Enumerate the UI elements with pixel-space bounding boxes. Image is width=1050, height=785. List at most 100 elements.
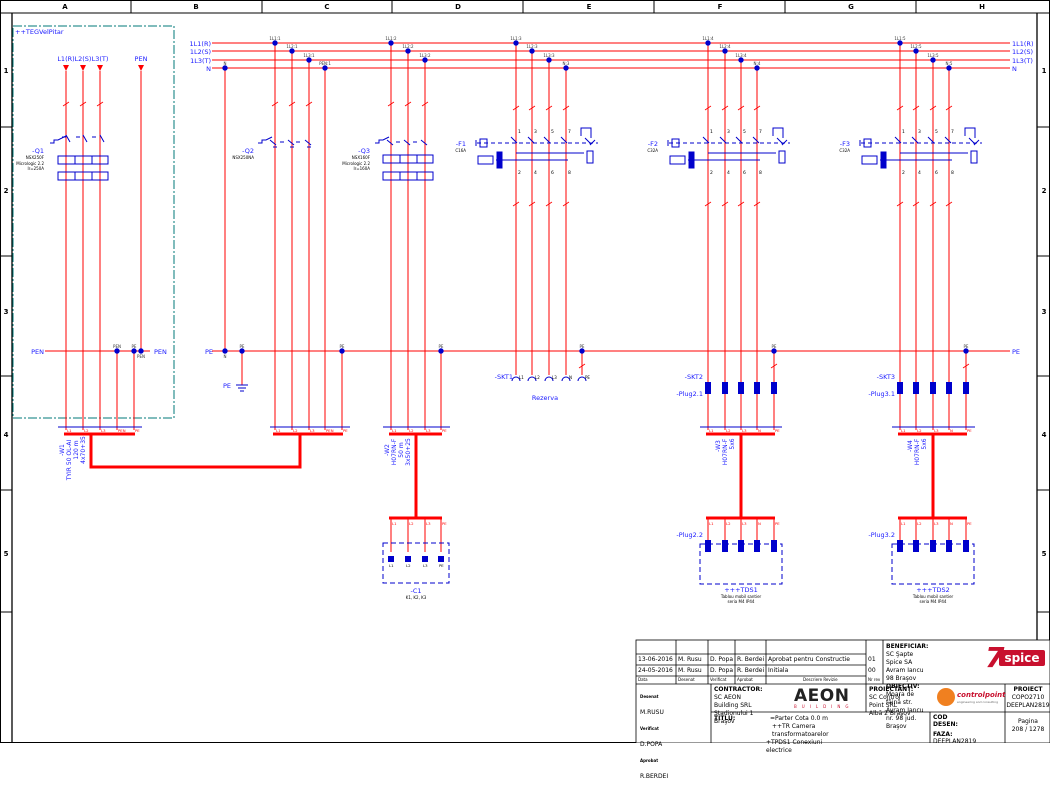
rev-desc: Initiala [768, 667, 789, 674]
schematic-label: 7 [951, 129, 954, 135]
q3-trip: Micrologic 2.2 [342, 161, 370, 166]
schematic-label: 1 [710, 129, 713, 135]
rev-approved: R. Berdei [737, 656, 765, 663]
bus-tap-nodes [114, 40, 969, 354]
load-c1-box [382, 542, 450, 584]
schematic-label: PE [439, 563, 444, 568]
schematic-label: L2 [84, 428, 89, 433]
schematic-label: PE [135, 428, 140, 433]
row-label: 4 [4, 431, 9, 439]
enclosure-tegvelpitar [12, 25, 175, 419]
schematic-label: 4x70+35 [80, 436, 87, 464]
busbar-label: 1L1(R) [1012, 40, 1033, 48]
schematic-label: L2 [917, 428, 922, 433]
schematic-label: PEN [326, 428, 334, 433]
schematic-label: L2 [726, 521, 731, 526]
schematic-label: L1 [392, 428, 397, 433]
schematic-label: -W1 [59, 444, 66, 456]
tap-label: 1L2:4 [719, 44, 731, 49]
busbar-labels-right: 1L1(R) 1L2(S) 1L3(T) N PE PEN [154, 40, 1033, 356]
schematic-label: L1 [709, 428, 714, 433]
schematic-label: PE [343, 428, 348, 433]
tap-label: 1L2:1 [286, 44, 298, 49]
wire-markers [62, 101, 970, 369]
schematic-label: 3x50+25 [405, 438, 412, 466]
f2-rating: C32A [647, 148, 658, 153]
title-block-text: engineering and consulting [957, 700, 999, 704]
title-block-text: BUILDING [794, 704, 854, 709]
column-label: E [587, 3, 592, 11]
enclosure-label: ++TEGVelPitar [15, 28, 64, 36]
rev-drawn: M. Rusu [678, 667, 702, 674]
obiectiv-text: Moara de făină str. Avram Iancu nr. 98 j… [886, 691, 924, 730]
rev-nr: 00 [868, 667, 876, 674]
schematic-label: 3 [727, 129, 730, 135]
desenat-value: M.RUSU [640, 709, 664, 716]
tap-label: 1L1:5 [894, 36, 906, 41]
tap-label: 1L2:2 [402, 44, 414, 49]
title-block-text: Descriere Revizie [803, 677, 838, 682]
tap-label: PE [340, 344, 345, 349]
schematic-label: N [950, 521, 953, 526]
schematic-label: 4 [918, 170, 921, 176]
title-block-text: Aprobat [640, 758, 659, 763]
vertical-wires [65, 43, 967, 552]
q2-model: NSX250NA [232, 155, 254, 160]
schematic-label: PE [967, 521, 972, 526]
cod-desen-label: COD DESEN: [933, 714, 958, 728]
schematic-label: 6 [935, 170, 938, 176]
schematic-label: L3 [934, 428, 939, 433]
drawing-frame [0, 0, 1050, 743]
schematic-label: 1 [902, 129, 905, 135]
tap-label: 1L3:2 [419, 53, 431, 58]
tap-label: N:5 [946, 61, 953, 66]
title-block-grid [635, 639, 1050, 743]
pagina-label: Pagina [1018, 718, 1038, 725]
plug3-2-tag: -Plug3.2 [868, 531, 895, 539]
schematic-label: L3 [552, 375, 557, 380]
tap-label: 1L3:1 [303, 53, 315, 58]
row-label: 1 [4, 67, 9, 75]
titlu-label: TITLU: [714, 715, 736, 722]
rev-date: 24-05-2016 [638, 667, 673, 674]
schematic-label: 3 [918, 129, 921, 135]
schematic-label: H07RN-F [722, 438, 729, 465]
busbar-labels-left: 1L1(R) 1L2(S) 1L3(T) N PE PEN [31, 40, 213, 356]
breaker-q3-symbol [375, 136, 434, 181]
schematic-label: -W2 [384, 444, 391, 456]
faza-value: DEEPLAN2819 [933, 738, 977, 745]
tap-label: N:4 [754, 61, 761, 66]
proiect-code1: COPO2710 [1011, 694, 1045, 701]
client-logo-text: spice [999, 650, 1045, 666]
load-tds2-box [891, 543, 975, 585]
q3-tag: -Q3 [358, 147, 370, 155]
busbar-label: PE [205, 348, 213, 356]
f3-tag: -F3 [840, 140, 850, 148]
schematic-label: L1 [276, 428, 281, 433]
schematic-label: N [758, 428, 761, 433]
f1-tag: -F1 [456, 140, 466, 148]
pen-bus-label: PEN [31, 348, 44, 356]
tap-label: PE [132, 344, 137, 349]
schematic-label: L2 [917, 521, 922, 526]
schematic-label: L1 [901, 521, 906, 526]
row-label: 3 [1042, 308, 1047, 316]
contractor-addr: Stadionului 1 Braşov [714, 710, 754, 725]
skt3-tag: -SKT3 [877, 373, 895, 381]
tap-label: 1L1:3 [510, 36, 522, 41]
schematic-label: L3 [426, 521, 431, 526]
title-block-text: Desenat [640, 694, 659, 699]
schematic-label: L2 [409, 428, 414, 433]
row-labels: 1 2 3 4 5 1 2 3 4 5 [4, 67, 1047, 558]
busbar-label: 1L1(R) [190, 40, 211, 48]
schematic-label: L3 [101, 428, 106, 433]
schematic-label: 6 [551, 170, 554, 176]
row-label: 3 [4, 308, 9, 316]
contractor-logo: AEON BUILDING [794, 686, 864, 709]
beneficiar-name: SC Şapte Spice SA [886, 651, 914, 666]
proiectant-name: SC Control Point SRL [869, 694, 901, 709]
client-logo: 7 spice [985, 641, 1047, 674]
tap-label: 1L1:1 [269, 36, 281, 41]
contractor-label: CONTRACTOR: [714, 686, 763, 693]
